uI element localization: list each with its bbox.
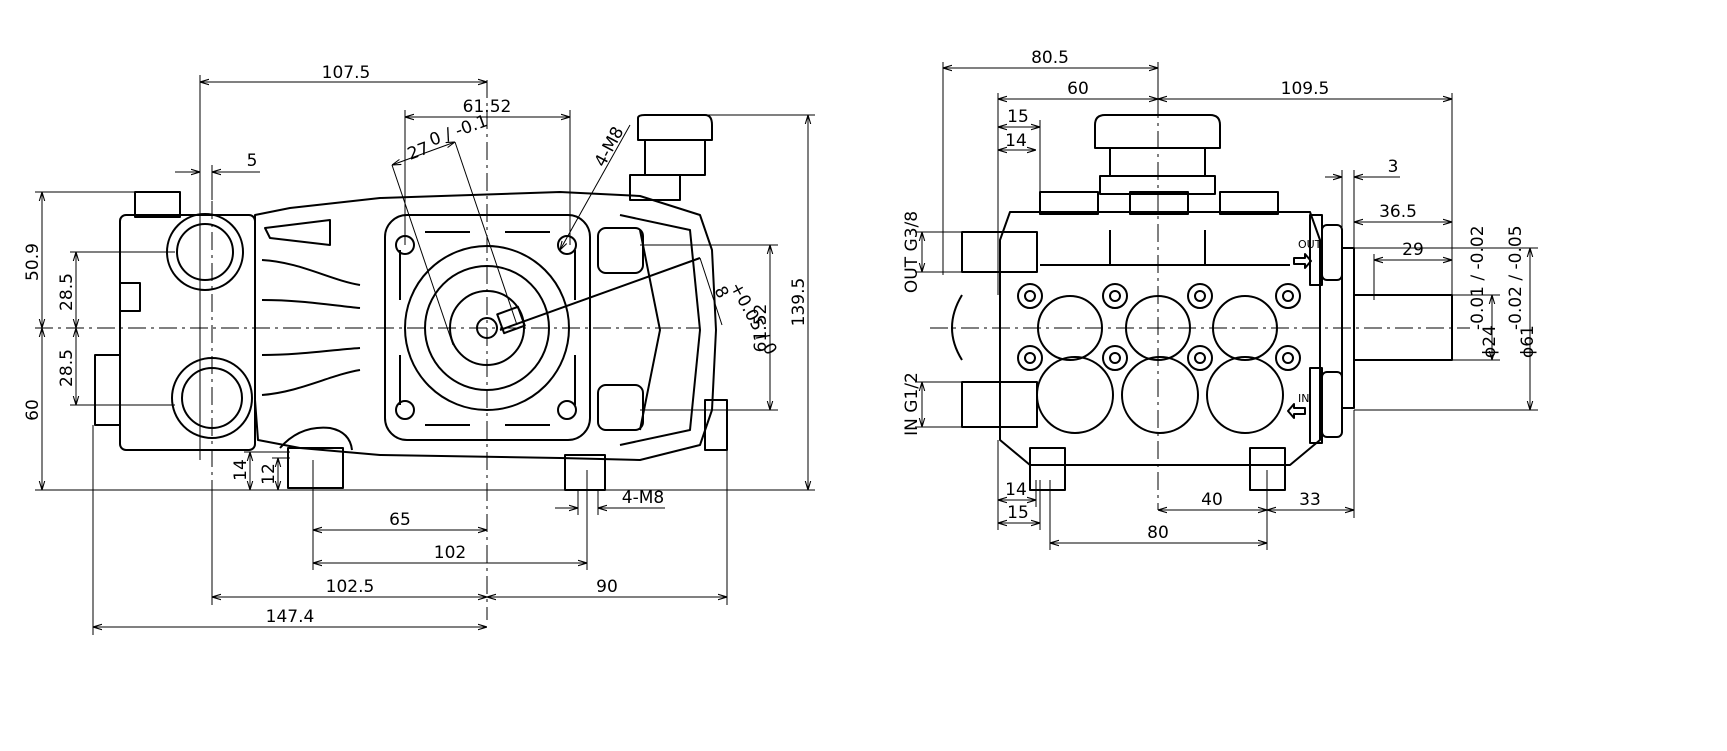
dim-80: 80 — [1147, 523, 1169, 543]
dim-27: 27 — [405, 139, 432, 165]
dim-28-5-lower: 28.5 — [57, 349, 77, 387]
dim-12-side: 12 — [259, 463, 279, 485]
manifold — [94, 191, 728, 491]
pump-housing — [254, 191, 717, 461]
dim-15-top: 15 — [1007, 107, 1029, 127]
dim-80-5: 80.5 — [1031, 48, 1069, 68]
dim-61-52-top: 61.52 — [463, 97, 512, 117]
dim-36-5: 36.5 — [1379, 202, 1417, 222]
dim-40: 40 — [1201, 490, 1223, 510]
dim-65: 65 — [389, 510, 411, 530]
out-port-label: OUT G3/8 — [902, 211, 922, 293]
dim-4-m8-bottom: 4-M8 — [622, 488, 664, 508]
dim-14-top: 14 — [1005, 131, 1027, 151]
dim-5: 5 — [247, 151, 258, 171]
out-mark: OUT — [1298, 238, 1322, 251]
oil-cap — [629, 114, 713, 201]
in-port-label: IN G1/2 — [902, 372, 922, 436]
front-dimensions: 80.5 60 109.5 15 14 3 36.5 — [902, 48, 1538, 550]
shaft-diameter-61-tolerance: -0.02 / -0.05 — [1506, 225, 1526, 330]
dim-109-5: 109.5 — [1281, 79, 1330, 99]
front-housing: OUT IN — [951, 114, 1453, 491]
out-arrow-icon — [1293, 253, 1312, 269]
shaft-diameter-61: ϕ61 — [1518, 325, 1538, 358]
dim-33: 33 — [1299, 490, 1321, 510]
dim-15-bottom: 15 — [1007, 503, 1029, 523]
dim-61-52-right: 61.52 — [751, 304, 771, 353]
dim-28-5-upper: 28.5 — [57, 273, 77, 311]
dim-102: 102 — [434, 543, 466, 563]
in-mark: IN — [1298, 392, 1309, 405]
dim-4-m8-top: 4-M8 — [591, 123, 629, 170]
in-arrow-icon — [1287, 403, 1306, 419]
dim-60-front: 60 — [1067, 79, 1089, 99]
dim-14-side: 14 — [231, 459, 251, 481]
shaft-diameter-24: ϕ24 — [1480, 325, 1500, 358]
dim-147-4: 147.4 — [266, 607, 315, 627]
shaft-diameter-24-tolerance: -0.01 / -0.02 — [1468, 225, 1488, 330]
dim-60: 60 — [23, 399, 43, 421]
side-dimensions: 107.5 61.52 5 27 0 / -0.1 4-M8 8 +0.05 / — [23, 63, 815, 635]
dim-29: 29 — [1402, 240, 1424, 260]
dim-139-5: 139.5 — [789, 278, 809, 327]
side-view: 107.5 61.52 5 27 0 / -0.1 4-M8 8 +0.05 / — [23, 63, 815, 635]
dim-3: 3 — [1388, 157, 1399, 177]
dim-90: 90 — [596, 577, 618, 597]
front-view: OUT IN 80.5 60 109.5 15 14 — [902, 48, 1538, 550]
dim-14-bottom: 14 — [1005, 480, 1027, 500]
dim-50-9: 50.9 — [23, 243, 43, 281]
dim-107-5: 107.5 — [322, 63, 371, 83]
dim-102-5: 102.5 — [326, 577, 375, 597]
